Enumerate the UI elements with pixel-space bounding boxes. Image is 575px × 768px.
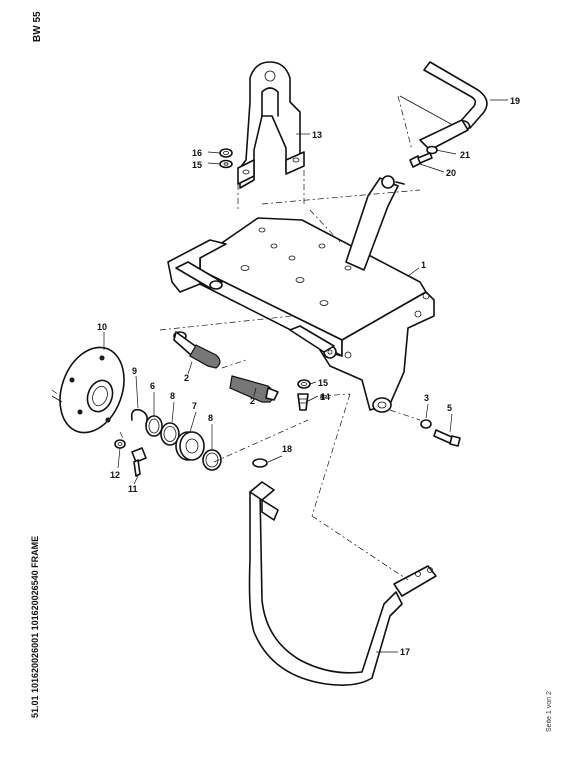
- callout-16: 16: [192, 148, 202, 158]
- nut-16: [219, 148, 233, 158]
- model-label: BW 55: [32, 11, 43, 42]
- callout-2-upper: 2: [184, 373, 189, 383]
- flange-disc-10: [51, 346, 125, 434]
- bent-handle-17: [248, 481, 437, 686]
- bent-tube-19: [399, 61, 488, 151]
- assembly-centerlines: [51, 95, 421, 581]
- callout-8-left: 8: [170, 391, 175, 401]
- washer-15-top: [219, 159, 233, 169]
- callout-12: 12: [110, 470, 120, 480]
- main-frame-1: [167, 175, 435, 413]
- callout-1: 1: [421, 260, 426, 270]
- washer-15-side: [297, 379, 311, 389]
- bolt-5: [433, 429, 461, 447]
- spacer-ring-6: [145, 415, 163, 437]
- retaining-ring-9: [130, 408, 148, 425]
- callout-11: 11: [128, 484, 138, 494]
- callout-17: 17: [400, 647, 410, 657]
- bolt-14: [297, 393, 309, 411]
- callout-leaders: [103, 99, 508, 653]
- seal-8-left: [160, 422, 180, 446]
- callout-20: 20: [446, 168, 456, 178]
- callout-10: 10: [97, 322, 107, 332]
- callout-6: 6: [150, 381, 155, 391]
- page-note: Seite 1 von 2: [546, 691, 553, 732]
- callout-2-lower: 2: [250, 396, 255, 406]
- bolt-20: [409, 152, 433, 168]
- grip-2-lower: [229, 375, 279, 403]
- callout-8-right: 8: [208, 413, 213, 423]
- callout-14: 14: [320, 392, 330, 402]
- washer-21: [426, 145, 438, 155]
- callout-4: 4: [320, 392, 325, 402]
- callout-3: 3: [424, 393, 429, 403]
- callout-13: 13: [312, 130, 322, 140]
- callout-15-top: 15: [192, 160, 202, 170]
- washer-3: [420, 419, 432, 429]
- bearing-7: [175, 431, 205, 461]
- bolt-11: [131, 447, 147, 477]
- plug-18: [252, 458, 268, 468]
- grip-2-upper: [173, 331, 221, 369]
- upright-bracket-13: [237, 61, 305, 189]
- callout-numbers: 1 2 2 3 4 5 6 7 8 8 9 10 11 12 13 14 15 …: [97, 96, 520, 657]
- callout-15-side: 15: [318, 378, 328, 388]
- callout-9: 9: [132, 366, 137, 376]
- callout-21: 21: [460, 150, 470, 160]
- section-code-label: 51.01 101620026001 101620026540 FRAME: [30, 536, 40, 718]
- callout-18: 18: [282, 444, 292, 454]
- washer-12: [114, 439, 126, 449]
- callout-19: 19: [510, 96, 520, 106]
- callout-7: 7: [192, 401, 197, 411]
- callout-5: 5: [447, 403, 452, 413]
